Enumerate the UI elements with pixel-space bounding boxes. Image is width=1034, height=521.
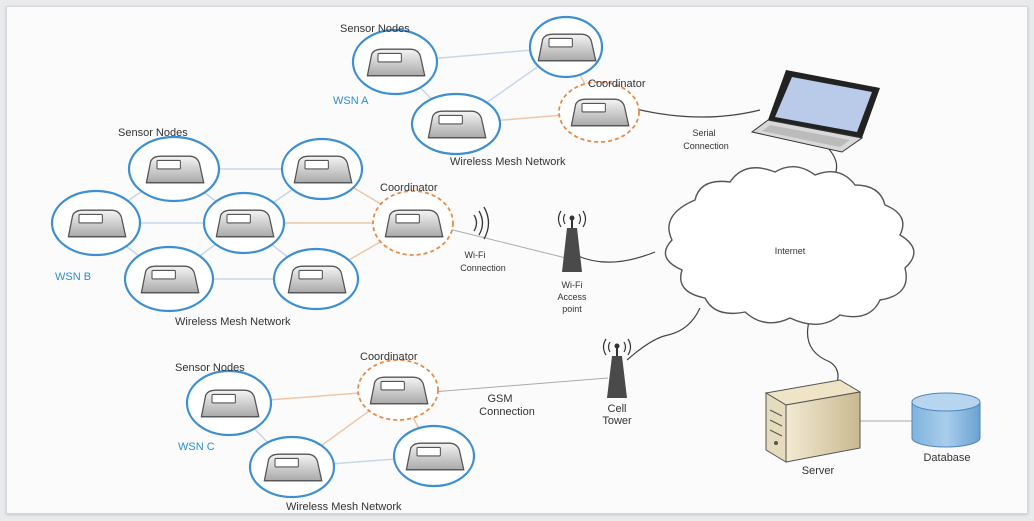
sensor-node-icon [537,33,597,62]
ap-internet-link [577,251,656,263]
tower-internet-link [626,307,701,361]
serial-cable [631,107,761,118]
labels: Sensor Nodes WSN A Coordinator Wireless … [55,23,971,513]
serial-label-2: Connection [683,141,729,151]
wsn-a-label: WSN A [333,95,369,107]
wsn-b-label: WSN B [55,271,91,283]
server-icon[interactable] [764,379,862,463]
cell-tower-label-2: Tower [602,415,632,427]
sensor-node-icon [384,209,444,238]
database-icon[interactable] [911,392,981,448]
coordinator-label-a: Coordinator [588,78,646,90]
coordinator-label-c: Coordinator [360,351,418,363]
wifi-ap-label-1: Wi-Fi [562,280,583,290]
gsm-label-1: GSM [487,393,512,405]
sensor-node-icon [570,98,630,127]
laptop-icon[interactable] [750,70,880,153]
wifi-signal-icon [473,206,490,240]
sensor-nodes-label-c: Sensor Nodes [175,362,245,374]
internet-cloud-icon[interactable] [664,166,915,325]
sensor-node-icon [369,376,429,405]
sensor-node[interactable] [185,369,273,437]
internet-label: Internet [775,246,806,256]
sensor-node[interactable] [272,247,360,311]
coordinator-node[interactable] [558,81,640,143]
sensor-node[interactable] [528,15,604,79]
serial-label-1: Serial [692,128,715,138]
antenna-tower-icon[interactable] [602,338,632,398]
sensor-node[interactable] [280,137,364,201]
mesh-label-b: Wireless Mesh Network [175,316,291,328]
server-label: Server [802,465,835,477]
sensor-node-icon [293,155,353,184]
sensor-node[interactable] [351,28,439,96]
coordinator-label-b: Coordinator [380,182,438,194]
wifi-ap-label-3: point [562,304,582,314]
coordinator-node[interactable] [357,359,439,421]
wifi-link [444,227,567,259]
wsn-c-label: WSN C [178,441,215,453]
coordinators [357,81,640,421]
mesh-label-c: Wireless Mesh Network [286,501,402,513]
gsm-link [431,377,609,393]
database-label: Database [923,452,970,464]
sensor-node[interactable] [127,135,221,203]
sensor-node[interactable] [410,92,502,156]
sensor-node[interactable] [392,424,476,488]
antenna-tower-icon[interactable] [557,210,587,272]
wifi-ap-label-2: Access [557,292,587,302]
cell-tower-label-1: Cell [608,403,627,415]
sensor-node-icon [366,48,426,77]
sensor-nodes-label-a: Sensor Nodes [340,23,410,35]
internet-server-link [806,317,839,387]
wifi-connection-label-2: Connection [460,263,506,273]
sensor-node[interactable] [202,191,286,255]
sensor-node-icon [200,389,260,418]
sensor-node-icon [215,209,275,238]
sensor-node-icon [405,442,465,471]
sensor-node-icon [287,265,347,294]
sensor-node[interactable] [123,245,215,313]
sensor-nodes-label-b: Sensor Nodes [118,127,188,139]
sensor-nodes [50,15,604,499]
wifi-connection-label-1: Wi-Fi [465,250,486,260]
sensor-node[interactable] [248,435,336,499]
coordinator-node[interactable] [372,190,454,256]
gsm-label-2: Connection [479,406,535,418]
sensor-node-icon [263,453,323,482]
sensor-node-icon [427,110,487,139]
sensor-node-icon [140,265,200,294]
mesh-label-a: Wireless Mesh Network [450,156,566,168]
sensor-node[interactable] [50,189,142,257]
sensor-node-icon [145,155,205,184]
sensor-node-icon [67,209,127,238]
